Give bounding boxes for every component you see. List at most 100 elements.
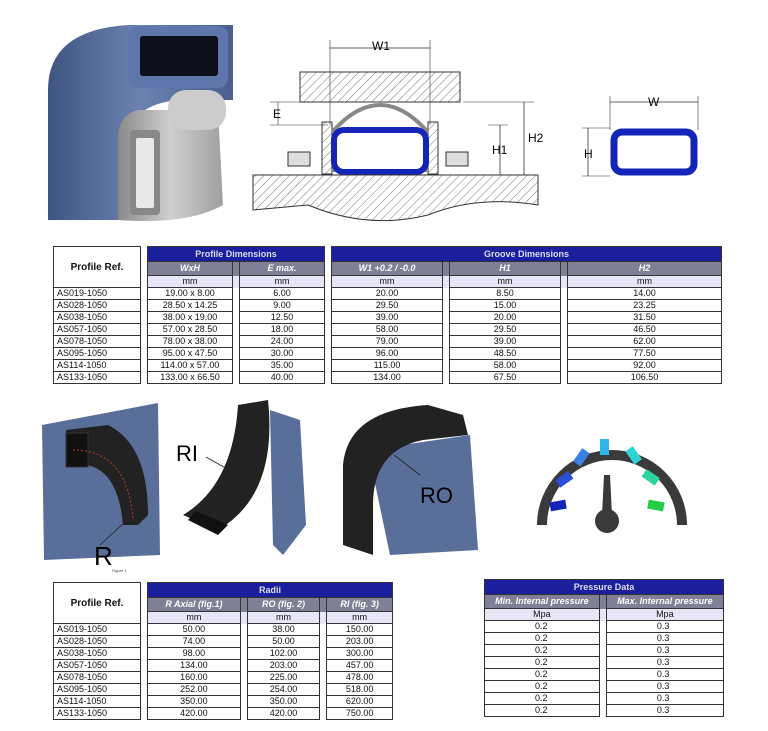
table-cell: 518.00 (326, 683, 393, 696)
unit-cell: mm (567, 275, 722, 288)
groove-dimensions-caption: Groove Dimensions (331, 246, 722, 262)
r-caption: Figure 1 (112, 568, 127, 573)
h2-label: H2 (528, 131, 544, 145)
table-cell: 102.00 (246, 647, 321, 660)
table-cell: 0.3 (605, 704, 725, 717)
table-cell: 203.00 (326, 635, 393, 648)
table-cell: 114.00 x 57.00 (147, 359, 233, 372)
table-cell: 29.50 (331, 299, 443, 312)
profile-ref-cell: AS019-1050 (53, 287, 141, 300)
table-cell: 0.2 (484, 632, 600, 645)
profile-ref-cell: AS133-1050 (53, 371, 141, 384)
table-cell: 300.00 (326, 647, 393, 660)
table-row: AS095-1050 252.00 254.00 518.00 (53, 683, 393, 696)
table-cell: 134.00 (331, 371, 443, 384)
table-cell: 58.00 (331, 323, 443, 336)
table-cell: 133.00 x 66.50 (147, 371, 233, 384)
radii-caption: Radii (147, 582, 393, 598)
ro-label: RO (420, 483, 453, 508)
table-cell: 0.2 (484, 644, 600, 657)
profile-ref-cell: AS028-1050 (53, 635, 141, 648)
profile-ref-header: Profile Ref. (53, 246, 141, 288)
table-row: AS028-1050 74.00 50.00 203.00 (53, 635, 393, 648)
profile-ref-cell: AS078-1050 (53, 671, 141, 684)
profile-ref-cell: AS095-1050 (53, 683, 141, 696)
profile-dimensions-caption: Profile Dimensions (147, 246, 325, 262)
col-wxh: WxH (147, 261, 233, 276)
table-cell: 98.00 (147, 647, 241, 660)
table-cell: 62.00 (567, 335, 722, 348)
table-cell: 78.00 x 38.00 (147, 335, 233, 348)
table-cell: 18.00 (239, 323, 325, 336)
profile-ref-cell: AS114-1050 (53, 359, 141, 372)
table-cell: 0.3 (605, 668, 725, 681)
profile-ref-cell: AS057-1050 (53, 323, 141, 336)
table-cell: 0.3 (605, 680, 725, 693)
profile-ref-cell: AS038-1050 (53, 311, 141, 324)
profile-ref-cell: AS078-1050 (53, 335, 141, 348)
unit-cell: mm (449, 275, 561, 288)
seal-3d-illustration (48, 25, 233, 221)
table-cell: 79.00 (331, 335, 443, 348)
table-cell: 38.00 (246, 623, 321, 636)
table-cell: 46.50 (567, 323, 722, 336)
table-cell: 77.50 (567, 347, 722, 360)
table-cell: 95.00 x 47.50 (147, 347, 233, 360)
h1-label: H1 (492, 143, 508, 157)
table-cell: 24.00 (239, 335, 325, 348)
table-cell: 50.00 (246, 635, 321, 648)
table-cell: 0.3 (605, 692, 725, 705)
table-cell: 23.25 (567, 299, 722, 312)
table-cell: 478.00 (326, 671, 393, 684)
table-cell: 0.3 (605, 632, 725, 645)
table-cell: 350.00 (246, 695, 321, 708)
profile-ref-cell: AS133-1050 (53, 707, 141, 720)
table-cell: 0.3 (605, 656, 725, 669)
unit-cell: Mpa (484, 608, 600, 621)
table-cell: 0.2 (484, 680, 600, 693)
col-r-axial: R Axial (fig.1) (147, 597, 241, 612)
unit-cell: mm (239, 275, 325, 288)
table-cell: 30.00 (239, 347, 325, 360)
r-label: R (94, 541, 113, 571)
pressure-caption: Pressure Data (484, 579, 724, 595)
ri-label: RI (176, 441, 198, 466)
profile-ref-cell: AS028-1050 (53, 299, 141, 312)
table-cell: 620.00 (326, 695, 393, 708)
table-cell: 19.00 x 8.00 (147, 287, 233, 300)
col-e-max: E max. (239, 261, 325, 276)
table-cell: 0.3 (605, 644, 725, 657)
table-cell: 252.00 (147, 683, 241, 696)
table-cell: 203.00 (246, 659, 321, 672)
col-min-pressure: Min. Internal pressure (484, 594, 600, 609)
table-cell: 457.00 (326, 659, 393, 672)
unit-cell: mm (326, 611, 393, 624)
pressure-table: Pressure Data Min. Internal pressure Max… (484, 579, 725, 717)
table-cell: 0.2 (484, 620, 600, 633)
table-cell: 31.50 (567, 311, 722, 324)
table-cell: 92.00 (567, 359, 722, 372)
col-h1: H1 (449, 261, 561, 276)
e-label: E (273, 107, 281, 121)
table-cell: 58.00 (449, 359, 561, 372)
table-cell: 35.00 (239, 359, 325, 372)
table-cell: 74.00 (147, 635, 241, 648)
dimensions-table: Profile Ref. Profile Dimensions Groove D… (53, 246, 722, 384)
col-ro: RO (fig. 2) (246, 597, 321, 612)
profile-ref-cell: AS019-1050 (53, 623, 141, 636)
unit-cell: mm (147, 611, 241, 624)
table-cell: 50.00 (147, 623, 241, 636)
table-cell: 254.00 (246, 683, 321, 696)
